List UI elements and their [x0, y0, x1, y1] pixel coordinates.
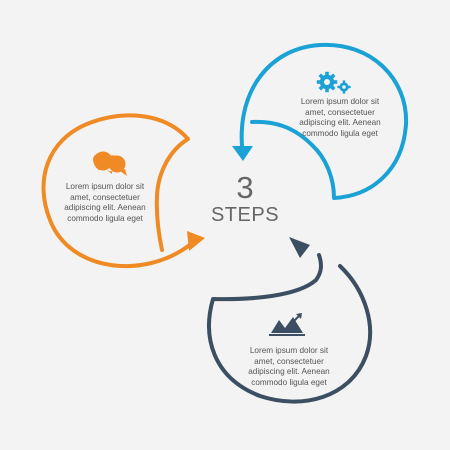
step-left-group	[41, 113, 205, 269]
step-top-arc	[239, 42, 409, 200]
step-top-text-line: amet, consectetuer	[305, 107, 375, 117]
step-left-arc	[41, 113, 193, 269]
step-left-text-line: commodo ligula eget	[67, 213, 143, 223]
step-left-text-line: amet, consectetuer	[70, 192, 140, 202]
steps-count: 3	[236, 170, 254, 205]
step-left-text-line: Lorem ipsum dolor sit	[65, 182, 145, 191]
chat-bubbles-icon	[92, 151, 127, 176]
step-bottom-text-line: adipiscing elit. Aenean	[248, 367, 330, 377]
step-top-text-line: adipiscing elit. Aenean	[299, 118, 381, 128]
step-left-arrowhead	[187, 231, 205, 251]
gears-icon	[316, 71, 351, 94]
step-bottom-group	[207, 237, 373, 404]
step-bottom-description: Lorem ipsum dolor sit amet, consectetuer…	[229, 346, 349, 388]
step-top-description: Lorem ipsum dolor sit amet, consectetuer…	[280, 97, 400, 139]
step-left-description: Lorem ipsum dolor sit amet, consectetuer…	[45, 182, 165, 224]
step-bottom-text-line: commodo ligula eget	[251, 377, 327, 387]
step-bottom-text-line: Lorem ipsum dolor sit	[249, 346, 329, 355]
step-bottom-text-line: amet, consectetuer	[254, 356, 324, 366]
step-top-text-line: Lorem ipsum dolor sit	[300, 97, 380, 106]
step-bottom-arrowhead	[289, 237, 310, 258]
mountain-chart-icon	[269, 313, 305, 336]
step-top-group	[232, 42, 409, 200]
step-left-text-line: adipiscing elit. Aenean	[64, 203, 146, 213]
steps-label: STEPS	[210, 204, 280, 226]
step-top-arrowhead	[232, 146, 253, 161]
step-bottom-arc	[207, 253, 373, 404]
step-top-text-line: commodo ligula eget	[302, 128, 378, 138]
